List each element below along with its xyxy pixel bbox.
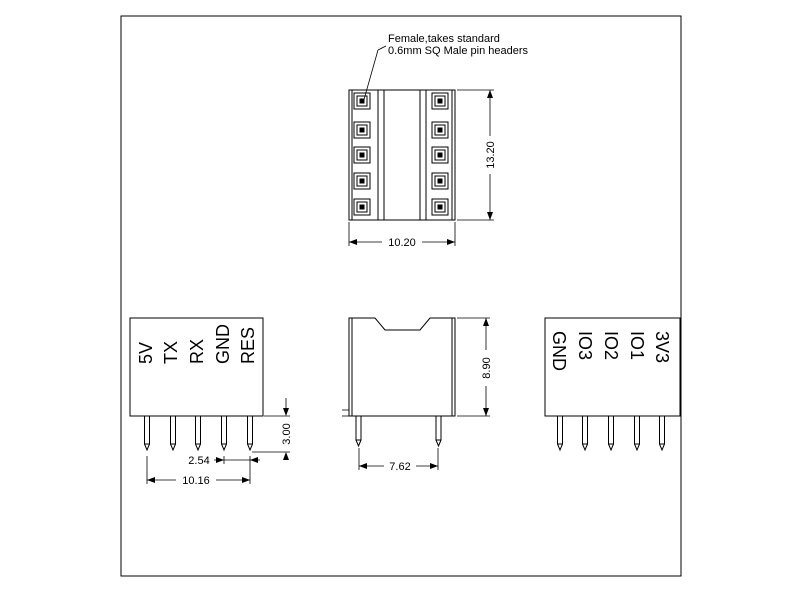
dimension-label-height-side: 8.90: [481, 357, 493, 378]
pin-label-right: IO1: [627, 331, 647, 360]
note-line-1: Female,takes standard: [388, 33, 500, 45]
pins-left: [144, 415, 253, 452]
dimension-label-pin-length: 3.00: [281, 423, 293, 444]
pins-right: [557, 415, 665, 452]
pin-label-right: GND: [549, 331, 569, 371]
drawing-frame: [120, 15, 682, 577]
leader-line: [362, 49, 379, 104]
header-pin: [144, 415, 150, 452]
header-pin: [247, 415, 253, 452]
header-pin: [170, 415, 176, 452]
header-pin: [659, 415, 665, 452]
socket-hole: [353, 198, 371, 216]
socket-hole: [431, 121, 449, 139]
socket-hole: [431, 198, 449, 216]
dimension-label-height: 13.20: [485, 141, 497, 169]
socket-note: Female,takes standard 0.6mm SQ Male pin …: [362, 33, 529, 104]
top-view: [348, 89, 456, 221]
dimension-label-width: 10.20: [388, 237, 416, 249]
socket-hole: [353, 146, 371, 164]
side-pin: [435, 415, 442, 441]
header-pin: [582, 415, 588, 452]
socket-hole: [431, 92, 449, 110]
header-pin: [557, 415, 563, 452]
dimension-height-top: 13.20: [457, 89, 497, 221]
socket-hole: [431, 146, 449, 164]
pin-label-right: IO2: [601, 331, 621, 360]
pin-label-left: TX: [161, 341, 181, 364]
dimension-label-pin-span: 10.16: [182, 475, 210, 487]
pin-label-left: GND: [213, 324, 233, 364]
dimension-label-pin-pitch: 2.54: [188, 455, 209, 467]
socket-hole: [353, 172, 371, 190]
side-pin: [355, 415, 362, 441]
header-pin: [608, 415, 614, 452]
socket-hole: [353, 121, 371, 139]
dimension-height-side: 8.90: [457, 317, 493, 417]
pin-label-right: IO3: [575, 331, 595, 360]
pin-label-left: RES: [238, 327, 258, 364]
top-view-outline: [348, 89, 456, 221]
dimension-pin-pitch: 2.54: [188, 455, 260, 467]
header-pin: [634, 415, 640, 452]
dimension-width-top: 10.20: [348, 222, 456, 249]
side-view: [342, 317, 456, 448]
pin-label-left: 5V: [136, 342, 156, 364]
socket-hole: [431, 172, 449, 190]
header-pin: [195, 415, 201, 452]
dimension-pin-span: 10.16: [146, 456, 251, 487]
leader-line: [377, 45, 387, 51]
pin-label-right: 3V3: [652, 331, 672, 363]
note-line-2: 0.6mm SQ Male pin headers: [388, 45, 529, 57]
side-view-outline: [348, 317, 456, 417]
header-pin: [221, 415, 227, 452]
pin-label-left: RX: [187, 339, 207, 364]
dimension-row-spacing: 7.62: [358, 448, 439, 473]
dimension-pin-length: 3.00: [252, 398, 293, 460]
socket-holes: [353, 92, 449, 216]
dimension-label-row-spacing: 7.62: [389, 461, 410, 473]
socket-hole: [353, 92, 371, 110]
